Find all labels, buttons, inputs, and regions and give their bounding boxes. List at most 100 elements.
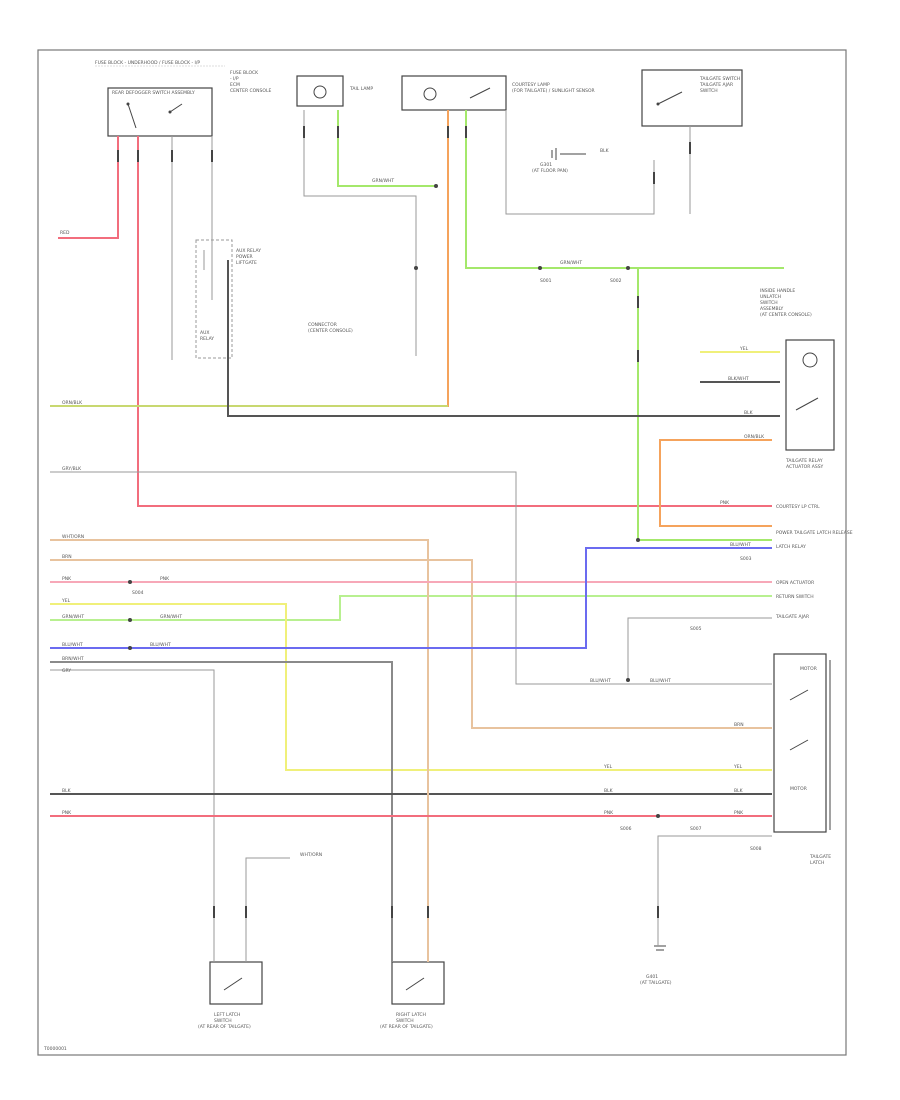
svg-text:PNK: PNK [160, 576, 170, 582]
svg-text:BLU/WHT: BLU/WHT [150, 642, 171, 648]
svg-text:(AT REAR OF TAILGATE): (AT REAR OF TAILGATE) [198, 1024, 251, 1030]
diagram-frame [37, 49, 847, 1056]
svg-text:S007: S007 [690, 826, 702, 832]
svg-text:POWER: POWER [236, 254, 253, 260]
svg-text:LIFTGATE: LIFTGATE [236, 260, 257, 266]
svg-text:PNK: PNK [720, 500, 730, 506]
connector-stubs [117, 126, 691, 918]
inside-handle: INSIDE HANDLE UNLATCH SWITCH ASSEMBLY (A… [760, 288, 835, 470]
svg-text:G301: G301 [540, 162, 552, 168]
svg-text:BLU/WHT: BLU/WHT [650, 678, 671, 684]
svg-text:ORN/BLK: ORN/BLK [62, 400, 83, 406]
wire-red-1 [58, 136, 119, 239]
svg-text:- I/P: - I/P [230, 76, 239, 82]
svg-text:GRN/WHT: GRN/WHT [372, 178, 394, 184]
svg-text:SWITCH: SWITCH [700, 88, 718, 94]
ground-top: G301 (AT FLOOR PAN) [532, 148, 586, 174]
svg-text:TAILGATE SWITCH: TAILGATE SWITCH [699, 76, 740, 82]
footer-code: T0000001 [43, 1046, 67, 1052]
wire-gray-switch [171, 136, 213, 360]
wire-orange-right [659, 439, 772, 527]
svg-text:YEL: YEL [739, 346, 749, 352]
svg-text:S005: S005 [690, 626, 702, 632]
wire-dark-1 [227, 260, 780, 417]
svg-text:BLK: BLK [62, 788, 72, 794]
svg-text:POWER TAILGATE LATCH RELEASE: POWER TAILGATE LATCH RELEASE [776, 530, 853, 536]
svg-text:(FOR TAILGATE) / SUNLIGHT SENS: (FOR TAILGATE) / SUNLIGHT SENSOR [512, 88, 595, 94]
wire-gray-5 [50, 669, 215, 962]
svg-text:GRY/BLK: GRY/BLK [62, 466, 82, 472]
svg-text:(AT TAILGATE): (AT TAILGATE) [640, 980, 672, 986]
svg-text:SWITCH: SWITCH [760, 300, 778, 306]
svg-text:WHT/ORN: WHT/ORN [62, 534, 84, 540]
svg-text:SWITCH: SWITCH [396, 1018, 414, 1024]
svg-text:TAIL LAMP: TAIL LAMP [349, 86, 373, 92]
svg-text:MOTOR: MOTOR [800, 666, 817, 672]
svg-text:PNK: PNK [62, 810, 72, 816]
svg-text:(CENTER CONSOLE): (CENTER CONSOLE) [308, 328, 353, 334]
tail-lamp: TAIL LAMP [296, 75, 373, 107]
left-terminals: ORN/BLK GRY/BLK WHT/ORN BRN PNK YEL GRN/… [61, 400, 84, 816]
svg-text:LATCH: LATCH [810, 860, 824, 866]
wire-tan-2 [50, 559, 772, 729]
svg-text:COURTESY LAMP: COURTESY LAMP [512, 82, 550, 88]
svg-text:BLU/WHT: BLU/WHT [62, 642, 83, 648]
courtesy-lamp: COURTESY LAMP (FOR TAILGATE) / SUNLIGHT … [401, 75, 595, 111]
svg-text:S008: S008 [750, 846, 762, 852]
svg-text:CENTER CONSOLE: CENTER CONSOLE [230, 88, 271, 94]
tailgate-latch: MOTOR MOTOR TAILGATE LATCH [773, 653, 831, 866]
svg-text:GRN/WHT: GRN/WHT [62, 614, 84, 620]
svg-text:TAILGATE AJAR: TAILGATE AJAR [775, 614, 809, 620]
wire-yellow-main [50, 603, 772, 771]
wire-red-2 [137, 136, 772, 507]
wire-green-top [337, 110, 436, 187]
upper-left-switch: REAR DEFOGGER SWITCH ASSEMBLY FUSE BLOCK… [107, 70, 271, 137]
svg-text:BLK: BLK [744, 410, 754, 416]
wire-gray-top [303, 110, 691, 356]
svg-text:RIGHT LATCH: RIGHT LATCH [396, 1012, 426, 1018]
svg-text:BRN/WHT: BRN/WHT [62, 656, 84, 662]
ground-bottom: G401 (AT TAILGATE) [640, 945, 672, 986]
svg-text:INSIDE HANDLE: INSIDE HANDLE [760, 288, 795, 294]
svg-text:BLK: BLK [734, 788, 744, 794]
svg-text:BRN: BRN [62, 554, 72, 560]
left-relay: AUX RELAY POWER LIFTGATE AUX RELAY [195, 239, 261, 359]
svg-text:AUX: AUX [200, 330, 209, 336]
svg-text:TAILGATE RELAY: TAILGATE RELAY [785, 458, 823, 464]
svg-text:RELAY: RELAY [200, 336, 214, 342]
svg-text:WHT/ORN: WHT/ORN [300, 852, 322, 858]
svg-text:ACTUATOR ASSY: ACTUATOR ASSY [786, 464, 824, 470]
svg-text:GRY: GRY [62, 668, 71, 674]
svg-text:ECM: ECM [230, 82, 240, 88]
svg-text:BLK/WHT: BLK/WHT [728, 376, 749, 382]
wire-gray-4 [50, 661, 393, 962]
svg-text:COURTESY LP CTRL: COURTESY LP CTRL [776, 504, 820, 510]
wire-color-labels: GRN/WHT GRN/WHT YEL BLK/WHT BLK ORN/BLK … [150, 148, 765, 858]
wire-lgreen [50, 595, 772, 621]
svg-text:PNK: PNK [62, 576, 72, 582]
wire-green-main [465, 110, 784, 269]
svg-text:ASSEMBLY: ASSEMBLY [760, 306, 784, 312]
center-connector: CONNECTOR (CENTER CONSOLE) [308, 322, 353, 334]
svg-text:REAR DEFOGGER SWITCH ASSEMBLY: REAR DEFOGGER SWITCH ASSEMBLY [112, 90, 195, 96]
wire-blue [50, 547, 772, 649]
svg-text:TAILGATE: TAILGATE [809, 854, 831, 860]
svg-text:S001: S001 [540, 278, 552, 284]
svg-text:S003: S003 [740, 556, 752, 562]
svg-text:PNK: PNK [604, 810, 614, 816]
svg-text:BLU/WHT: BLU/WHT [590, 678, 611, 684]
svg-text:GRN/WHT: GRN/WHT [160, 614, 182, 620]
svg-text:BLK: BLK [604, 788, 614, 794]
svg-text:MOTOR: MOTOR [790, 786, 807, 792]
svg-text:G401: G401 [646, 974, 658, 980]
wire-gray-lower [245, 857, 290, 962]
svg-text:YEL: YEL [733, 764, 743, 770]
svg-text:S004: S004 [132, 590, 144, 596]
top-note: FUSE BLOCK - UNDERHOOD / FUSE BLOCK - I/… [95, 60, 200, 66]
right-labels: COURTESY LP CTRL POWER TAILGATE LATCH RE… [775, 504, 853, 620]
svg-text:FUSE BLOCK: FUSE BLOCK [230, 70, 259, 76]
svg-text:BRN: BRN [734, 722, 744, 728]
svg-text:LEFT LATCH: LEFT LATCH [214, 1012, 240, 1018]
svg-text:YEL: YEL [61, 598, 71, 604]
